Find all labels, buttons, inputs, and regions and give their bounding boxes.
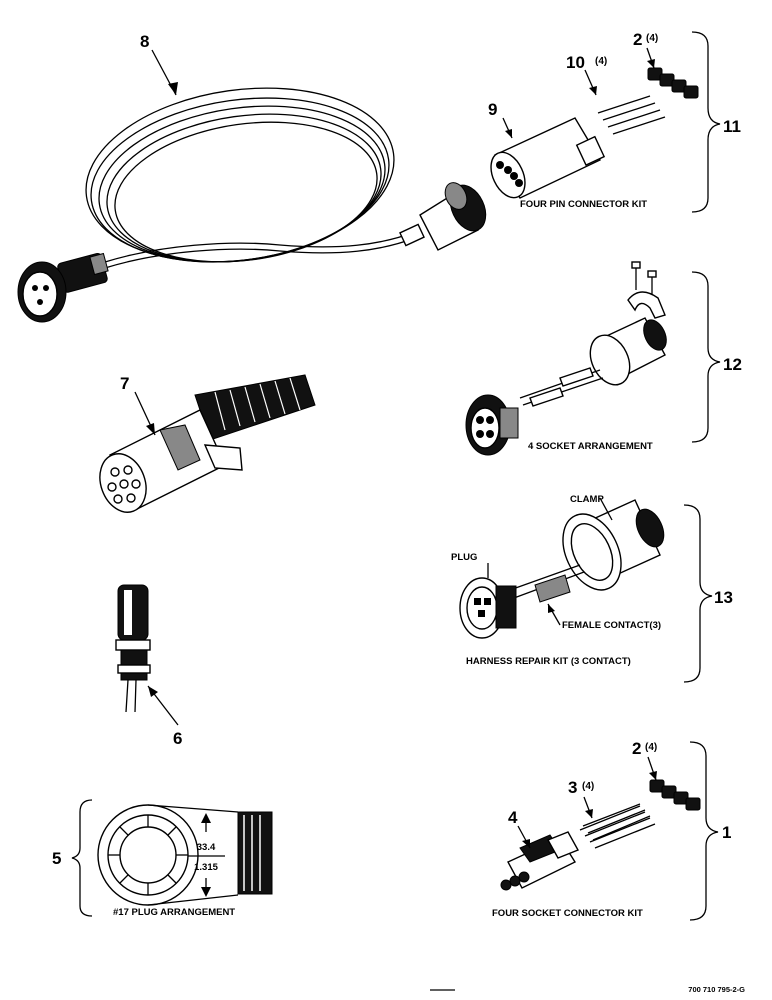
four-pin-connector-kit: 9 10 (4) 2 (4) FOUR PIN CONNECTOR KIT 11 xyxy=(488,30,741,213)
callout-9: 9 xyxy=(488,100,497,119)
harness-repair-kit: CLAMP PLUG FEMALE CONTACT(3) HARNESS REP… xyxy=(451,494,733,683)
plug-17-arrangement: 5 33.4 1.315 #17 PLUG ARRANGEMENT xyxy=(52,799,273,918)
callout-13: 13 xyxy=(714,588,733,607)
caption-four-socket-arrangement: 4 SOCKET ARRANGEMENT xyxy=(528,441,653,452)
callout-5: 5 xyxy=(52,849,61,868)
female-contact-label: FEMALE CONTACT(3) xyxy=(562,620,661,631)
seven-way-socket: 7 xyxy=(99,374,316,513)
callout-2-bottom: 2 xyxy=(632,739,641,758)
callout-1: 1 xyxy=(722,823,731,842)
caption-plug-17: #17 PLUG ARRANGEMENT xyxy=(113,907,235,918)
callout-2-top-qty: (4) xyxy=(646,33,658,44)
callout-12: 12 xyxy=(723,355,742,374)
cable-assembly: 8 xyxy=(17,32,487,323)
dimension-mm: 33.4 xyxy=(197,842,216,853)
callout-10: 10 xyxy=(566,53,585,72)
callout-2-top: 2 xyxy=(633,30,642,49)
callout-2-bottom-qty: (4) xyxy=(645,742,657,753)
caption-harness-repair-kit: HARNESS REPAIR KIT (3 CONTACT) xyxy=(466,656,631,667)
callout-8: 8 xyxy=(140,32,149,51)
callout-6: 6 xyxy=(173,729,182,748)
callout-4: 4 xyxy=(508,808,518,827)
contact-removal-tool: 6 xyxy=(115,584,182,748)
drawing-number: 700 710 795-2-G xyxy=(688,985,745,994)
callout-3: 3 xyxy=(568,778,577,797)
plug-label: PLUG xyxy=(451,552,477,563)
callout-7: 7 xyxy=(120,374,129,393)
four-socket-connector-kit: 4 3 (4) 2 (4) FOUR SOCKET CONNECTOR KIT … xyxy=(492,739,731,921)
dimension-inch: 1.315 xyxy=(194,862,218,873)
callout-3-qty: (4) xyxy=(582,781,594,792)
caption-four-socket-kit: FOUR SOCKET CONNECTOR KIT xyxy=(492,908,643,919)
clamp-label: CLAMP xyxy=(570,494,604,505)
four-socket-arrangement: 4 SOCKET ARRANGEMENT 12 xyxy=(465,261,742,456)
callout-11: 11 xyxy=(723,117,741,136)
callout-10-qty: (4) xyxy=(595,56,607,67)
caption-four-pin-kit: FOUR PIN CONNECTOR KIT xyxy=(520,199,647,210)
